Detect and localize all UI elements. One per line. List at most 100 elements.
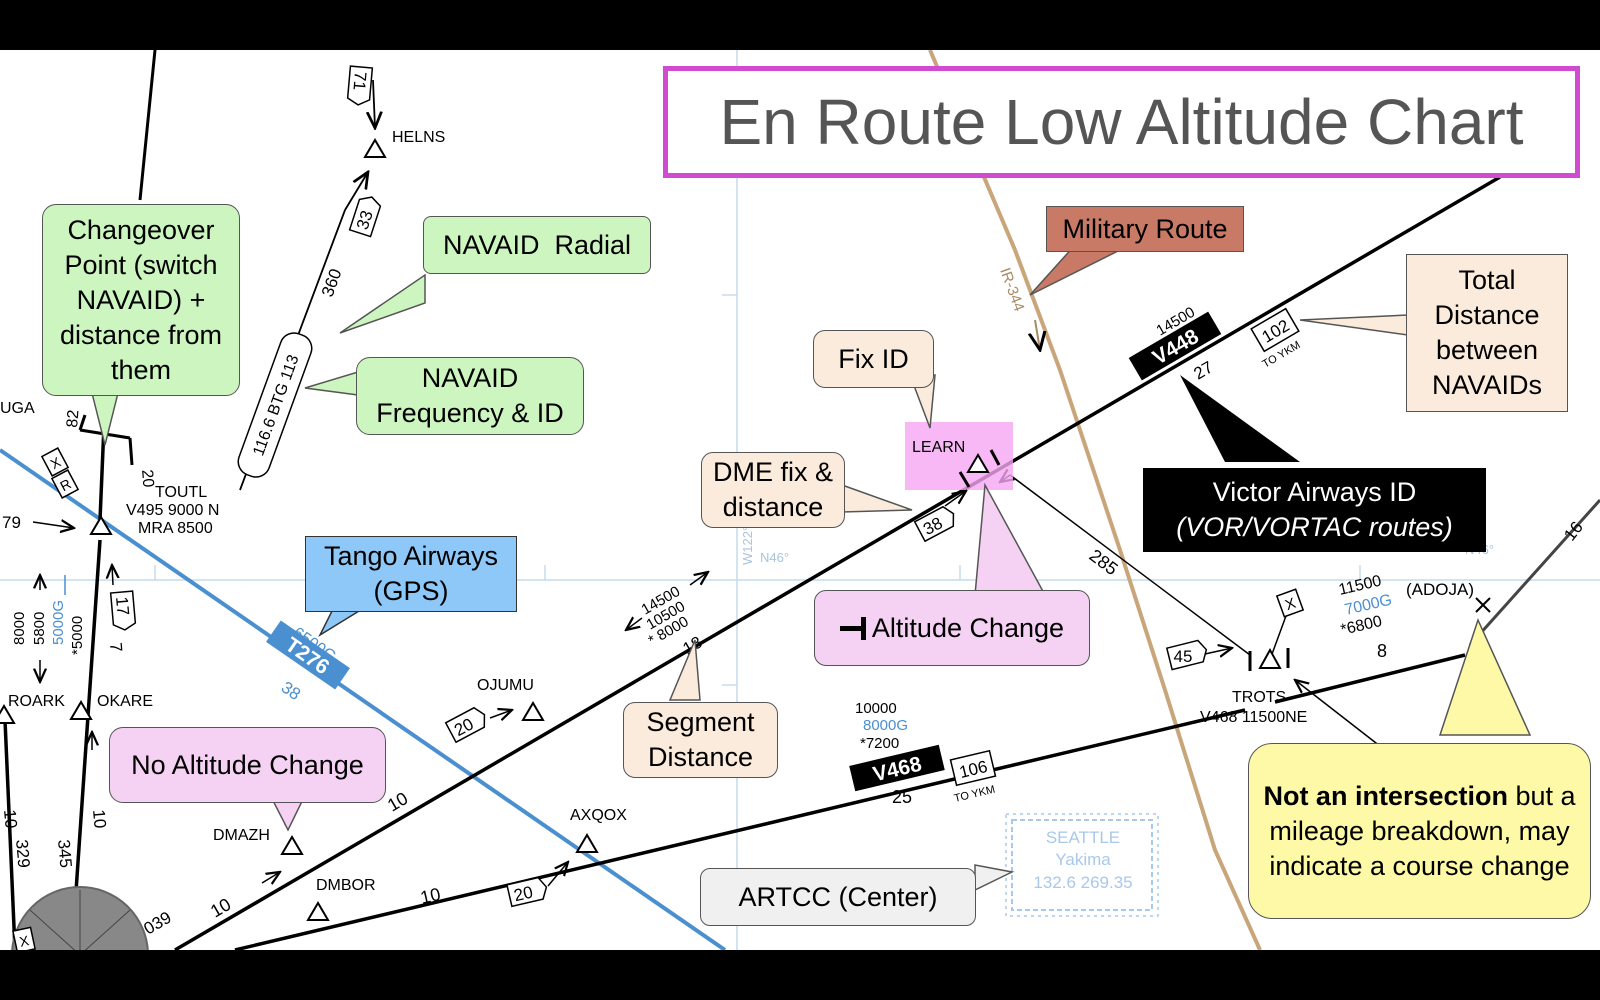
t276-route-line bbox=[0, 448, 727, 950]
victor-callout: Victor Airways ID (VOR/VORTAC routes) bbox=[1143, 468, 1486, 552]
lat-label-1: N46° bbox=[760, 550, 789, 565]
t276-segment: 38 bbox=[278, 678, 304, 704]
svg-text:X: X bbox=[18, 932, 31, 950]
chart-map: N46° N46° W122° IR-344 T276 6500G 38 V44… bbox=[0, 50, 1600, 950]
trots-triangle bbox=[1258, 647, 1282, 669]
roark-route-line bbox=[3, 719, 17, 950]
navaid-radial-callout: NAVAID Radial bbox=[423, 216, 651, 274]
no-alt-change-text: No Altitude Change bbox=[131, 749, 364, 780]
segment-text: Segment Distance bbox=[646, 707, 755, 772]
navaid-freq-text: NAVAID Frequency & ID bbox=[376, 363, 564, 428]
helns-id: HELNS bbox=[392, 129, 445, 146]
radial-tail bbox=[339, 273, 426, 334]
dme-tail bbox=[841, 483, 913, 513]
v448-route-line bbox=[174, 175, 1501, 950]
dmazh-id: DMAZH bbox=[213, 827, 270, 844]
fix-id-text: Fix ID bbox=[838, 343, 909, 374]
v468-moca: *7200 bbox=[860, 735, 899, 752]
learn-triangle bbox=[966, 453, 990, 473]
v448-segment: 27 bbox=[1190, 358, 1216, 384]
tango-text: Tango Airways (GPS) bbox=[323, 541, 499, 606]
okare-triangle bbox=[69, 700, 93, 720]
no-alt-change-callout: No Altitude Change bbox=[109, 727, 386, 803]
alt-change-icon bbox=[839, 616, 866, 640]
segment-10a: 10 bbox=[384, 788, 411, 815]
toutl-info-1: V495 9000 N bbox=[126, 502, 219, 519]
trots-info: V468 11500NE bbox=[1200, 709, 1307, 726]
trots-radial-line bbox=[1009, 474, 1251, 656]
uga-id: UGA bbox=[0, 400, 35, 417]
toutl-triangle bbox=[89, 515, 113, 535]
left-alt-3: 5000G bbox=[50, 600, 67, 645]
segment-10e: 10 bbox=[0, 809, 21, 830]
military-callout: Military Route bbox=[1046, 206, 1244, 252]
trots-id: TROTS bbox=[1232, 689, 1286, 706]
changeover-callout: Changeover Point (switch NAVAID) + dista… bbox=[42, 204, 240, 396]
intersection-tail bbox=[1438, 617, 1532, 736]
fix-id-callout: Fix ID bbox=[813, 330, 934, 388]
axqox-id: AXQOX bbox=[570, 807, 627, 824]
learn-id: LEARN bbox=[912, 439, 965, 456]
axqox-triangle bbox=[575, 833, 599, 853]
learn-highlight bbox=[905, 422, 1013, 490]
r-box-left: R bbox=[50, 469, 80, 499]
dist-33-box: 33 bbox=[348, 196, 382, 238]
v468-gnss: 8000G bbox=[863, 717, 908, 734]
total-distance-callout: Total Distance between NAVAIDs bbox=[1406, 254, 1568, 412]
artcc-name: SEATTLE bbox=[1046, 828, 1120, 847]
dmbor-id: DMBOR bbox=[316, 877, 376, 894]
toutl-info-2: MRA 8500 bbox=[138, 520, 213, 537]
x-box-left: X bbox=[40, 447, 70, 477]
box-71-label: 71 bbox=[349, 71, 370, 92]
dist-20b-box: 20 bbox=[506, 876, 548, 908]
box-71: 71 bbox=[346, 65, 374, 106]
tango-callout: Tango Airways (GPS) bbox=[305, 536, 517, 612]
not-intersection-text: but a mileage breakdown, may indicate a … bbox=[1269, 780, 1576, 881]
adoja-route-line bbox=[1274, 653, 1466, 704]
military-route-line bbox=[928, 50, 1262, 950]
v468-id: V468 bbox=[871, 753, 924, 787]
navaid-freq-callout: NAVAID Frequency & ID bbox=[356, 357, 584, 435]
radial-285: 285 bbox=[1086, 545, 1122, 579]
dist-17: 17 bbox=[112, 596, 133, 617]
compass-x-box: X bbox=[12, 926, 36, 950]
dist-45: 45 bbox=[1174, 647, 1193, 666]
artcc-sub: Yakima bbox=[1055, 850, 1111, 869]
dmbor-triangle bbox=[306, 901, 330, 921]
adoja-id: (ADOJA) bbox=[1406, 580, 1474, 599]
victor-text-1: Victor Airways ID bbox=[1212, 477, 1417, 507]
dist-33: 33 bbox=[353, 208, 377, 232]
trots-x-box: X bbox=[1275, 588, 1305, 618]
v468-mea: 10000 bbox=[855, 700, 897, 717]
cop-82: 82 bbox=[64, 409, 82, 428]
dme-fix-callout: DME fix & distance bbox=[701, 452, 845, 528]
artcc-text: ARTCC (Center) bbox=[738, 881, 938, 912]
freq-box: 116.6 BTG 113 bbox=[237, 332, 313, 478]
navaid-radial-text: NAVAID Radial bbox=[442, 229, 632, 260]
chart-area: N46° N46° W122° IR-344 T276 6500G 38 V44… bbox=[0, 50, 1600, 950]
ojumu-triangle bbox=[521, 701, 545, 721]
dme-fix-text: DME fix & distance bbox=[712, 457, 833, 522]
victor-text-2: (VOR/VORTAC routes) bbox=[1176, 512, 1453, 542]
segment-tail bbox=[668, 639, 701, 701]
lon-label: W122° bbox=[740, 526, 755, 565]
okare-id: OKARE bbox=[97, 693, 153, 710]
roark-triangle bbox=[0, 704, 16, 724]
dist-17-box: 17 bbox=[109, 590, 137, 631]
victor-tail bbox=[1180, 375, 1300, 462]
dme-38-box: 38 bbox=[913, 505, 955, 543]
not-intersection-bold: Not an intersection bbox=[1263, 780, 1508, 811]
segment-10d: 10 bbox=[89, 809, 110, 830]
cop-20: 20 bbox=[138, 469, 156, 488]
roark-id: ROARK bbox=[8, 693, 65, 710]
dist-45-box: 45 bbox=[1165, 639, 1208, 671]
segment-callout: Segment Distance bbox=[623, 702, 778, 778]
military-text: Military Route bbox=[1062, 213, 1228, 244]
north-route-line bbox=[1468, 498, 1600, 647]
alt-change-text: Altitude Change bbox=[871, 612, 1065, 643]
not-intersection-callout: Not an intersection but a mileage breakd… bbox=[1248, 743, 1591, 919]
toutl-id: TOUTL bbox=[155, 484, 207, 501]
dmazh-triangle bbox=[280, 835, 304, 855]
dist-20a-box: 20 bbox=[444, 706, 486, 744]
